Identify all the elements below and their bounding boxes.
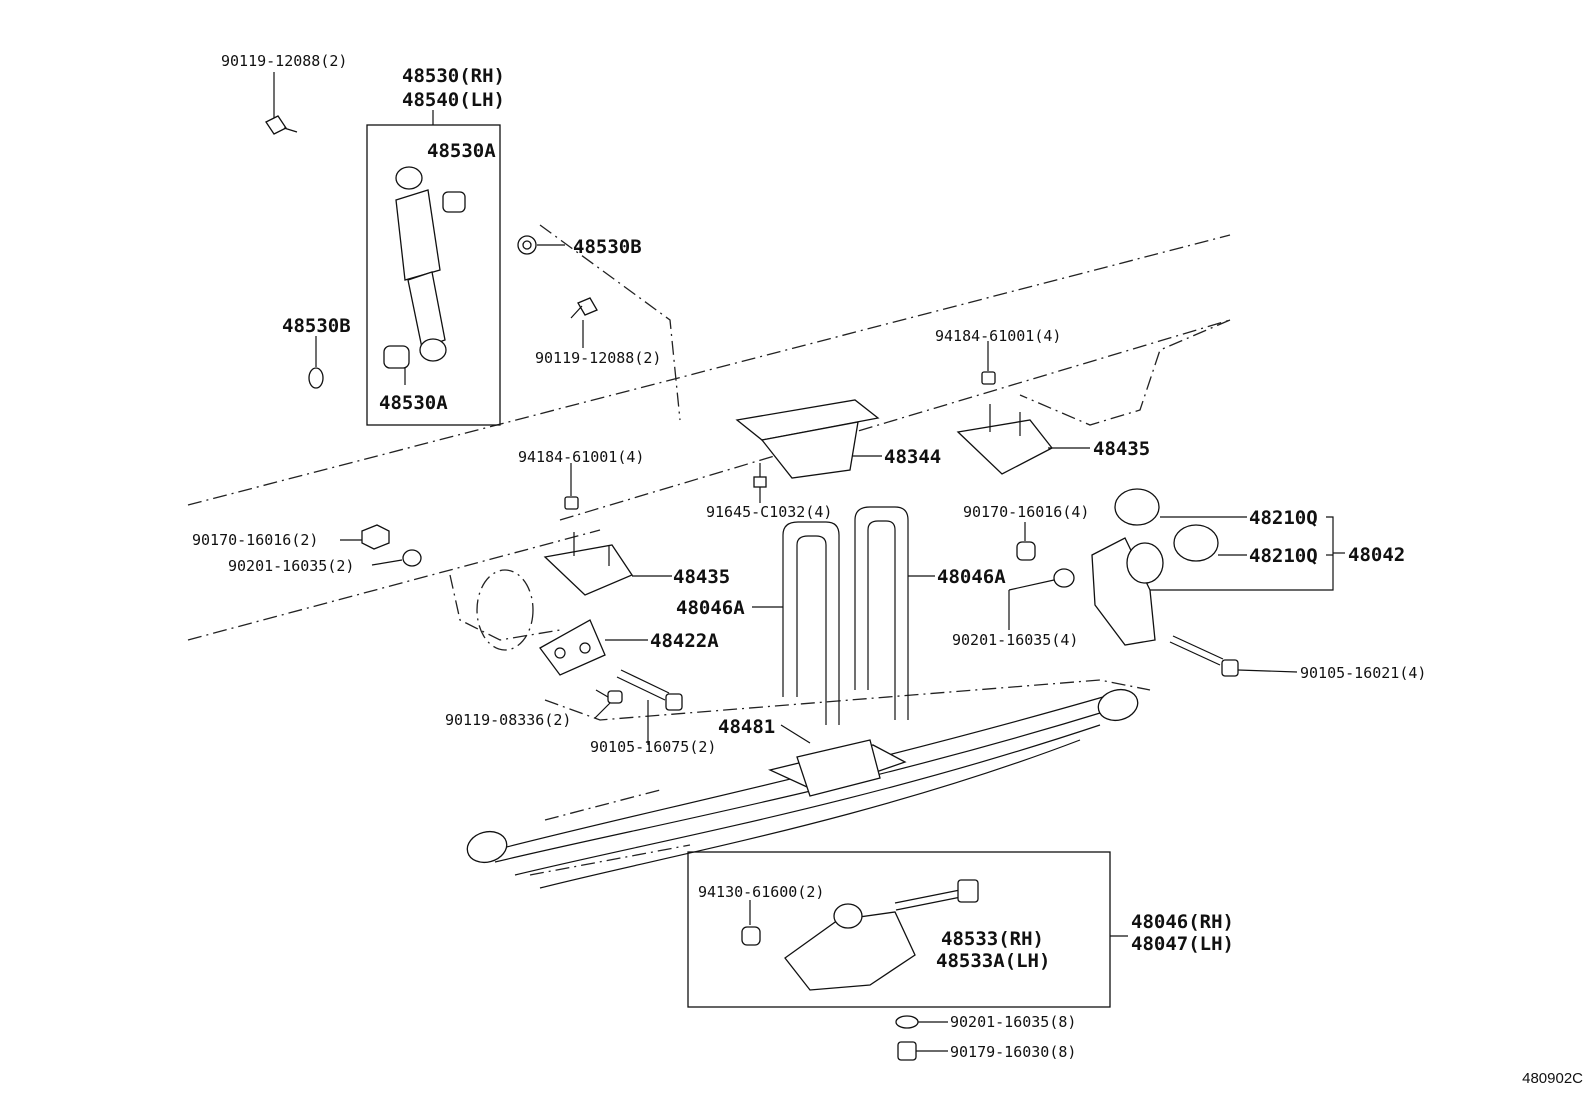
label-94130-61600: 94130-61600(2) — [698, 883, 824, 901]
label-48435-right: 48435 — [1093, 438, 1150, 460]
label-90179-16030: 90179-16030(8) — [950, 1043, 1076, 1061]
label-90105-16075: 90105-16075(2) — [590, 738, 716, 756]
label-91645-c1032: 91645-C1032(4) — [706, 503, 832, 521]
label-48540-lh: 48540(LH) — [402, 89, 505, 111]
label-94184-61001-left: 94184-61001(4) — [518, 448, 644, 466]
label-48422a: 48422A — [650, 630, 719, 652]
label-48533a-lh: 48533A(LH) — [936, 950, 1050, 972]
shock-absorber-box — [366, 124, 501, 426]
spring-seat — [784, 879, 1128, 991]
label-48435-left: 48435 — [673, 566, 730, 588]
spring-seat-box — [687, 851, 1111, 1008]
label-90170-16016-right: 90170-16016(4) — [963, 503, 1089, 521]
label-48530a-top: 48530A — [427, 140, 496, 162]
label-48046a-left: 48046A — [676, 597, 745, 619]
part-labels: 90119-12088(2) 48530(RH) 48540(LH) 48530… — [192, 52, 1583, 1087]
label-90201-16035-right: 90201-16035(4) — [952, 631, 1078, 649]
label-90201-16035-bottom: 90201-16035(8) — [950, 1013, 1076, 1031]
brackets — [539, 399, 1345, 797]
label-90201-16035-left: 90201-16035(2) — [228, 557, 354, 575]
label-90119-12088-top: 90119-12088(2) — [221, 52, 347, 70]
diagram-code: 480902C — [1522, 1070, 1583, 1087]
label-48210q-1: 48210Q — [1249, 507, 1318, 529]
label-90105-16021: 90105-16021(4) — [1300, 664, 1426, 682]
label-48530b-right: 48530B — [573, 236, 642, 258]
label-94184-61001-right: 94184-61001(4) — [935, 327, 1061, 345]
label-48533-rh: 48533(RH) — [941, 928, 1044, 950]
label-48046a-right: 48046A — [937, 566, 1006, 588]
label-48530a-bottom: 48530A — [379, 392, 448, 414]
label-48530-rh: 48530(RH) — [402, 65, 505, 87]
label-48042: 48042 — [1348, 544, 1405, 566]
label-48047-lh: 48047(LH) — [1131, 933, 1234, 955]
label-48046-rh: 48046(RH) — [1131, 911, 1234, 933]
hardware-parts — [265, 72, 1298, 1061]
label-48530b-left: 48530B — [282, 315, 351, 337]
leaf-spring — [466, 688, 1139, 889]
vehicle-frame — [187, 224, 1231, 876]
shock-absorber — [383, 166, 466, 385]
label-48344: 48344 — [884, 446, 941, 468]
label-48481: 48481 — [718, 716, 775, 738]
label-90119-08336: 90119-08336(2) — [445, 711, 571, 729]
label-90170-16016-left: 90170-16016(2) — [192, 531, 318, 549]
label-48210q-2: 48210Q — [1249, 545, 1318, 567]
label-90119-12088-mid: 90119-12088(2) — [535, 349, 661, 367]
